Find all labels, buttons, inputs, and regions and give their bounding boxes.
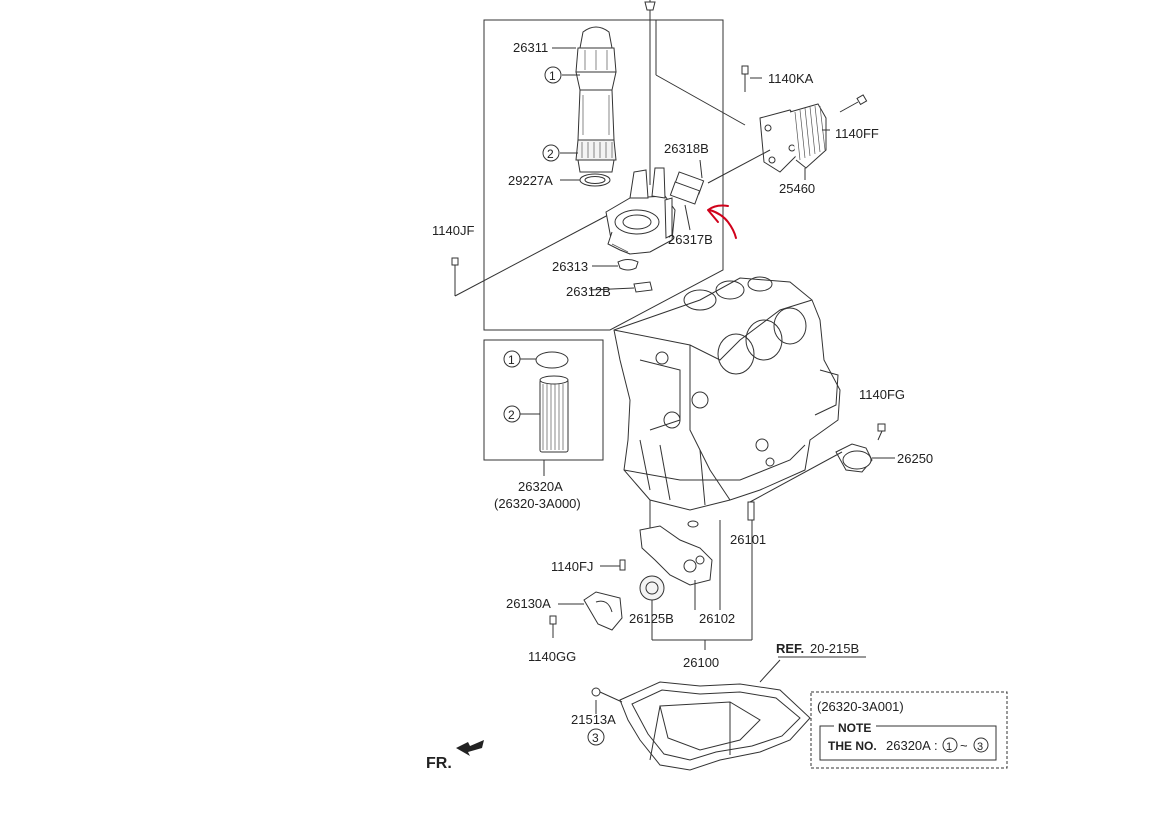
svg-text::: : bbox=[934, 738, 938, 753]
filter-housing-group bbox=[454, 19, 746, 331]
label-1140FJ: 1140FJ bbox=[551, 559, 593, 574]
label-1140JF: 1140JF bbox=[432, 223, 474, 238]
filter-element-box bbox=[483, 339, 604, 476]
label-26125B: 26125B bbox=[629, 611, 674, 626]
label-26250: 26250 bbox=[897, 451, 933, 466]
label-26313: 26313 bbox=[552, 259, 588, 274]
red-hand-drawn-arrow bbox=[707, 204, 737, 239]
label-26320A-sub: (26320-3A000) bbox=[494, 496, 581, 511]
label-26317B: 26317B bbox=[668, 232, 713, 247]
gaskets-26318B-26317B bbox=[669, 159, 705, 231]
o-ring-29227A bbox=[579, 173, 611, 187]
callouts: 1 2 1 2 3 bbox=[503, 66, 605, 746]
label-26320A: 26320A bbox=[518, 479, 563, 494]
bolt-1140JF bbox=[451, 257, 459, 280]
label-1140KA: 1140KA bbox=[768, 71, 814, 86]
label-ref-prefix: REF. bbox=[776, 641, 804, 656]
label-ref-value: 20-215B bbox=[810, 641, 859, 656]
label-1140FF: 1140FF bbox=[835, 126, 879, 141]
dipstick-guide-26250 bbox=[749, 423, 895, 503]
oil-pan bbox=[591, 656, 866, 771]
filter-housing-body bbox=[605, 167, 676, 255]
label-1140GG: 1140GG bbox=[528, 649, 576, 664]
note-part-number: (26320-3A001) bbox=[817, 699, 904, 714]
note-line-part: 26320A bbox=[886, 738, 931, 753]
callout-1-element: 1 bbox=[508, 353, 515, 367]
note-range-to: 3 bbox=[977, 741, 983, 753]
label-fr: FR. bbox=[426, 755, 452, 772]
label-25460: 25460 bbox=[779, 181, 815, 196]
bracket-26312B bbox=[633, 281, 653, 293]
filter-cap-26311 bbox=[575, 26, 617, 173]
oil-pump-26100 bbox=[549, 501, 755, 650]
label-1140FG: 1140FG bbox=[859, 387, 905, 402]
label-21513A: 21513A bbox=[571, 712, 616, 727]
label-26318B: 26318B bbox=[664, 141, 709, 156]
oil-cooler-25460 bbox=[707, 103, 827, 184]
label-26101: 26101 bbox=[730, 532, 766, 547]
note-range-sep: ~ bbox=[960, 738, 968, 753]
note-range-from: 1 bbox=[946, 741, 952, 753]
front-arrow-icon bbox=[456, 740, 484, 756]
label-26130A: 26130A bbox=[506, 596, 551, 611]
label-26311: 26311 bbox=[513, 40, 548, 55]
callout-2-element: 2 bbox=[508, 408, 515, 422]
callout-1-cap: 1 bbox=[549, 69, 556, 83]
note-line-prefix: THE NO. bbox=[828, 739, 877, 753]
label-26312B: 26312B bbox=[566, 284, 611, 299]
label-26102: 26102 bbox=[699, 611, 735, 626]
callout-3-pan: 3 bbox=[592, 731, 599, 745]
engine-block bbox=[613, 276, 841, 530]
bolt-1140KA bbox=[741, 65, 762, 92]
label-26100: 26100 bbox=[683, 655, 719, 670]
gasket-26313 bbox=[617, 259, 639, 271]
leader-lines bbox=[520, 47, 830, 714]
top-bolt bbox=[644, 0, 656, 185]
bolt-1140FF bbox=[839, 94, 868, 113]
note-title: NOTE bbox=[838, 721, 871, 735]
note-box: (26320-3A001) NOTE THE NO. 26320A : 1 ~ … bbox=[810, 691, 1008, 769]
part-labels: 26311 1140KA 1140FF 26318B 29227A 25460 … bbox=[426, 40, 933, 772]
callout-2-cap: 2 bbox=[547, 147, 554, 161]
label-29227A: 29227A bbox=[508, 173, 553, 188]
